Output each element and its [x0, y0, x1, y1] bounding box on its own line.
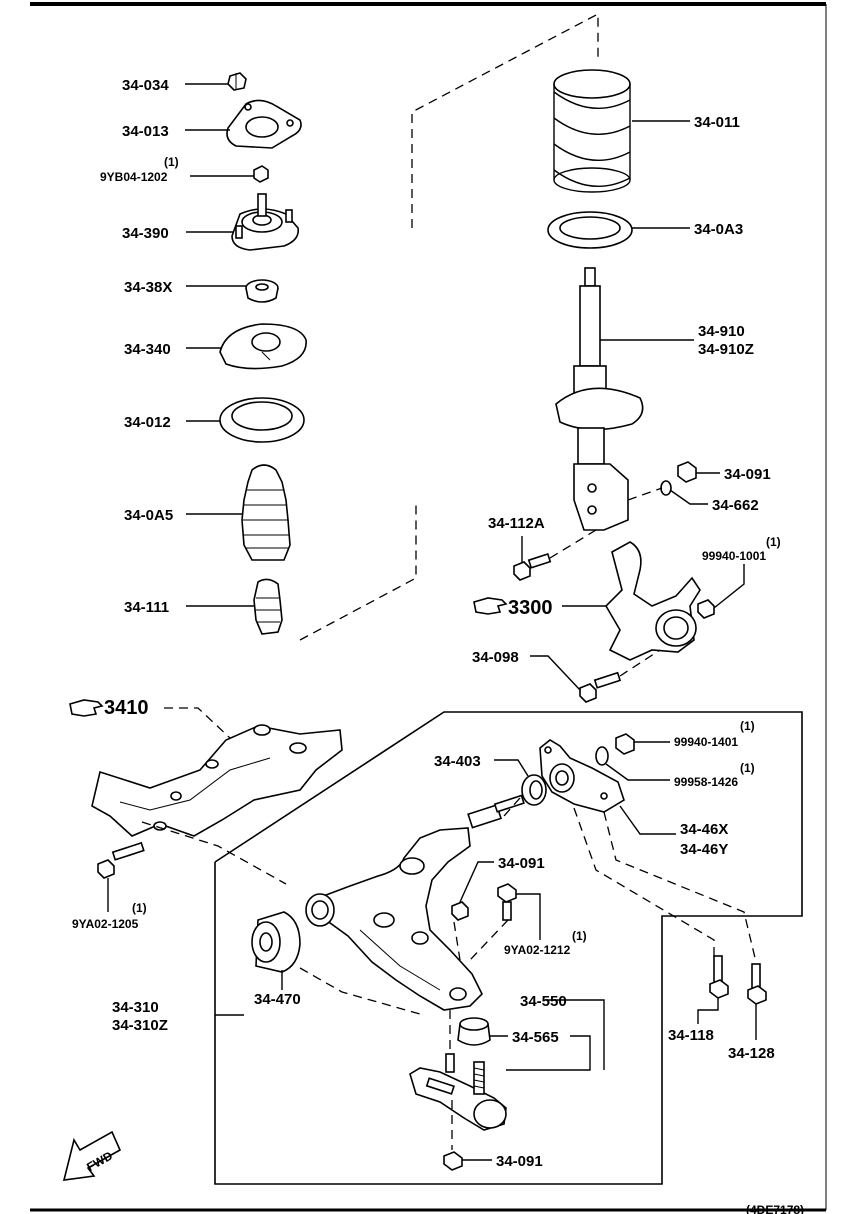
label-34-470: 34-470	[254, 991, 301, 1008]
assembly-line-strut-bolt	[627, 487, 663, 501]
fwd-arrow-icon: FWD	[62, 1130, 122, 1181]
label-34-38x: 34-38X	[124, 279, 172, 296]
nut-34-091-strut	[660, 461, 697, 496]
label-34-098: 34-098	[472, 649, 519, 666]
insulator-34-012	[219, 397, 305, 443]
label-9ya02-1205: 9YA02-1205	[72, 917, 139, 931]
bolt-34-128	[747, 963, 767, 1005]
label-34-403: 34-403	[434, 753, 481, 770]
label-34-011: 34-011	[694, 114, 740, 131]
spring-seat-34-340	[219, 323, 307, 370]
assembly-line-arm-bolt	[469, 919, 509, 961]
qty-9yb04-1202: (1)	[164, 155, 179, 169]
nut-99940-1401	[615, 733, 635, 755]
pointing-hand-icon-3300	[473, 597, 508, 615]
strut-mount-34-390	[231, 193, 300, 251]
assembly-line-bolt-128	[603, 811, 757, 963]
dust-boot-34-0a5	[241, 464, 291, 561]
assembly-line-bolt-118	[573, 807, 715, 958]
bolt-34-098	[579, 671, 622, 703]
label-34-091-arm: 34-091	[498, 855, 545, 872]
ball-joint-dust-cover-34-565	[457, 1017, 491, 1046]
mount-plate-34-013	[226, 99, 302, 149]
label-34-034: 34-034	[122, 77, 169, 94]
label-34-112a: 34-112A	[488, 515, 545, 532]
qty-9ya02-1212: (1)	[572, 929, 587, 943]
label-34-310: 34-310	[112, 999, 159, 1016]
bolt-9ya02-1205	[97, 841, 145, 879]
crossmember-3410	[91, 724, 343, 837]
spring-insulator-34-0a3	[547, 211, 633, 249]
label-34-565: 34-565	[512, 1029, 559, 1046]
label-99940-1401: 99940-1401	[674, 735, 738, 749]
label-34-091-strut: 34-091	[724, 466, 771, 483]
label-99940-1001: 99940-1001	[702, 549, 766, 563]
lower-arm-group-frame	[214, 711, 803, 1185]
label-34-118: 34-118	[668, 1027, 714, 1044]
bolt-34-112a	[513, 553, 552, 581]
label-34-012: 34-012	[124, 414, 171, 431]
assembly-line-strut-knuckle	[549, 529, 597, 559]
washer-99958-1426	[595, 746, 609, 766]
label-34-091-bottom: 34-091	[496, 1153, 543, 1170]
assembly-line-top	[411, 12, 599, 228]
nut-34-091-bottom	[443, 1151, 463, 1171]
label-3410: 3410	[104, 697, 149, 719]
label-9ya02-1212: 9YA02-1212	[504, 943, 571, 957]
label-99958-1426: 99958-1426	[674, 775, 738, 789]
qty-99958-1426: (1)	[740, 761, 755, 775]
seal-34-403	[521, 774, 547, 806]
nut-34-091-arm	[451, 901, 469, 921]
qty-99940-1001: (1)	[766, 535, 781, 549]
assembly-line-arm-nut	[453, 921, 461, 961]
qty-9ya02-1205: (1)	[132, 901, 147, 915]
bushing-34-470	[251, 911, 301, 973]
assembly-line-bushing	[299, 967, 421, 1015]
pointing-hand-icon-3410	[69, 699, 104, 717]
bolt-9ya02-1212	[497, 883, 517, 921]
label-34-128: 34-128	[728, 1045, 775, 1062]
qty-99940-1401: (1)	[740, 719, 755, 733]
strut-assembly-34-910	[555, 267, 644, 531]
bolt-34-118	[709, 955, 729, 999]
label-34-910z: 34-910Z	[698, 341, 754, 358]
label-34-0a3: 34-0A3	[694, 221, 743, 238]
nut-9yb04-1202	[253, 165, 269, 183]
label-34-310z: 34-310Z	[112, 1017, 168, 1034]
label-34-0a5: 34-0A5	[124, 507, 173, 524]
ball-joint-34-550	[409, 1053, 507, 1131]
label-9yb04-1202: 9YB04-1202	[100, 170, 168, 184]
label-34-46y: 34-46Y	[680, 841, 728, 858]
label-34-390: 34-390	[122, 225, 169, 242]
assembly-line-left-column	[299, 505, 417, 641]
assembly-line-3410	[164, 707, 231, 739]
label-34-111: 34-111	[124, 599, 169, 616]
nut-34-034	[227, 72, 247, 91]
bushing-bracket-34-46x	[539, 739, 625, 813]
assembly-line-crossmember-arm	[141, 821, 287, 885]
bump-stop-34-111	[253, 578, 283, 635]
coil-spring-34-011	[553, 69, 631, 193]
label-3300: 3300	[508, 597, 553, 619]
label-34-013: 34-013	[122, 123, 169, 140]
bearing-34-38x	[245, 279, 279, 303]
reference-code: (4DE7178)	[746, 1203, 804, 1214]
label-34-662: 34-662	[712, 497, 759, 514]
label-34-46x: 34-46X	[680, 821, 728, 838]
assembly-line-knuckle-bolt	[619, 649, 661, 677]
steering-knuckle-3300	[604, 541, 701, 661]
nut-99940-1001	[697, 599, 715, 619]
label-34-340: 34-340	[124, 341, 171, 358]
assembly-line-seal	[503, 797, 521, 817]
label-34-910: 34-910	[698, 323, 745, 340]
lower-control-arm-34-310	[305, 794, 525, 1011]
label-34-550: 34-550	[520, 993, 567, 1010]
